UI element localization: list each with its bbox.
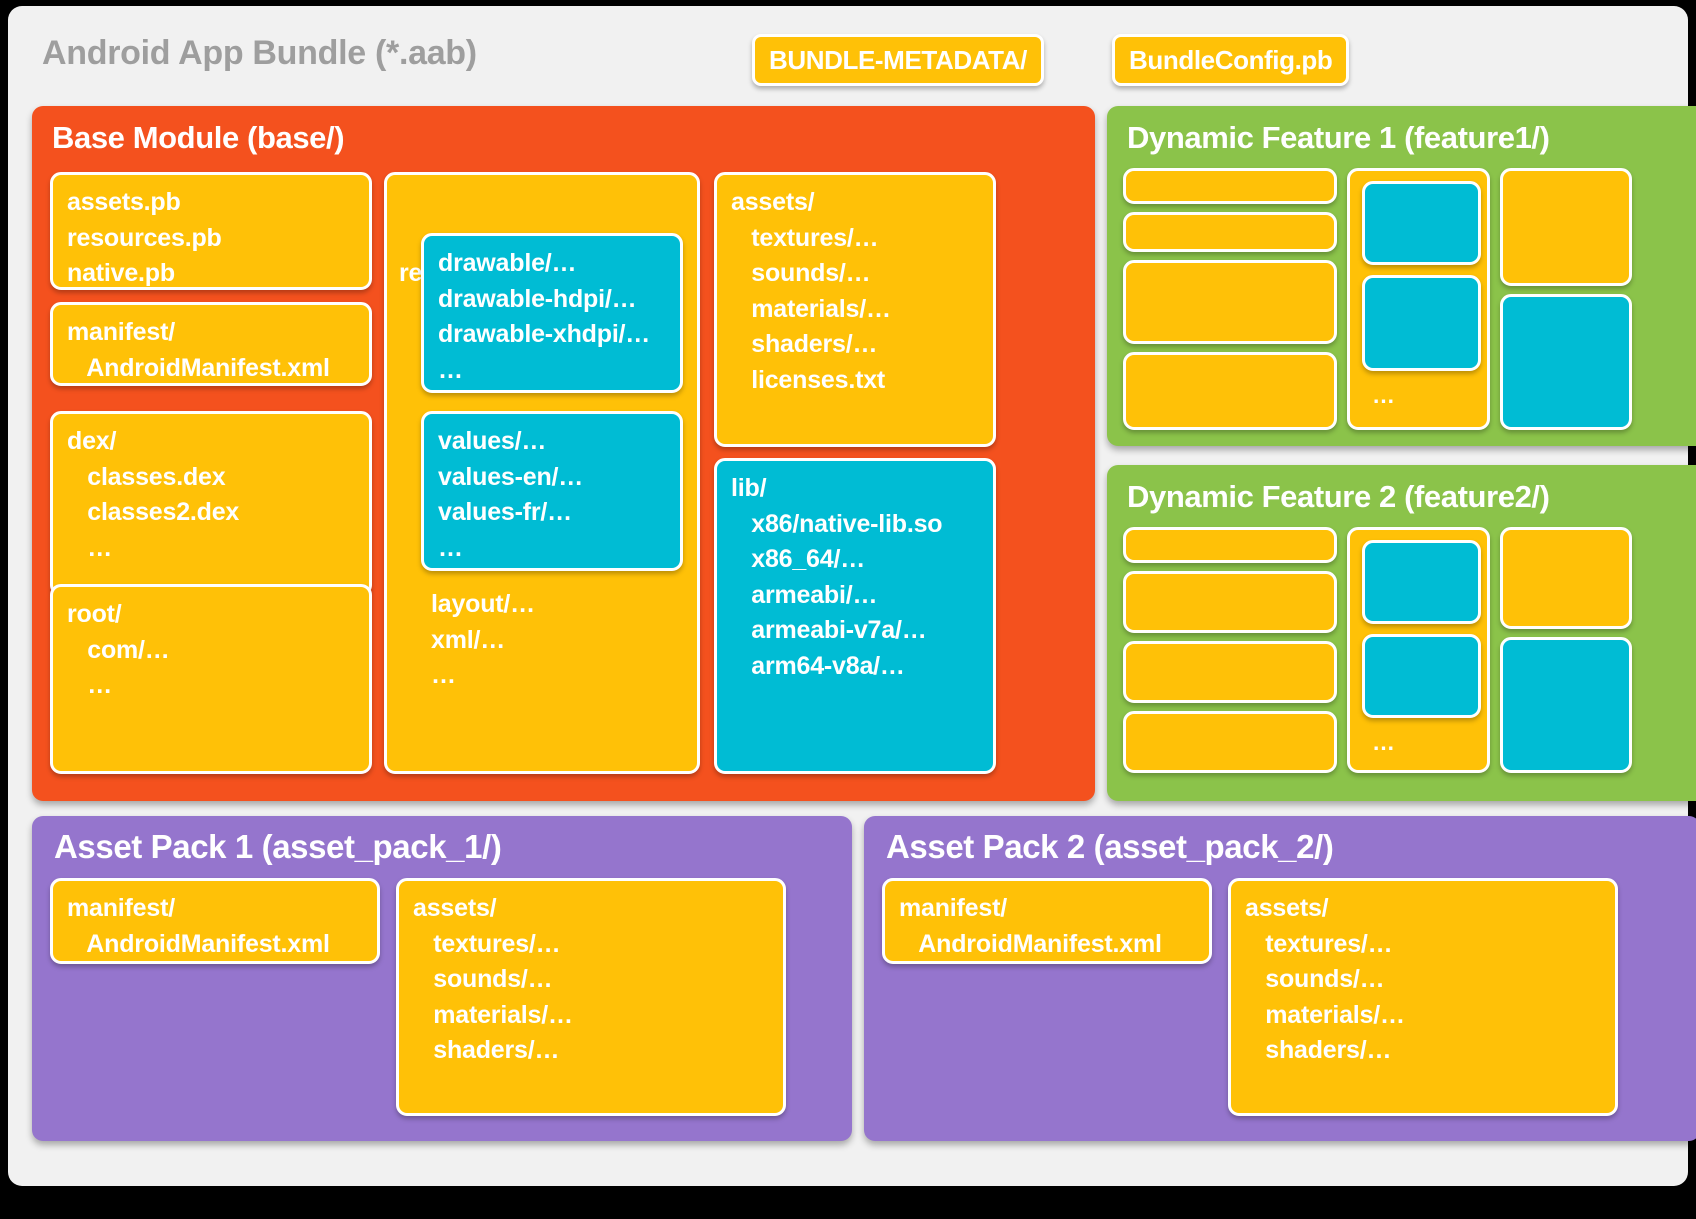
feature2-file-node-4[interactable] <box>1123 711 1337 773</box>
feature1-right-file-node[interactable] <box>1500 168 1632 286</box>
base-manifest-node[interactable]: manifest/ AndroidManifest.xml <box>50 302 372 386</box>
feature2-file-node-1[interactable] <box>1123 527 1337 563</box>
bundle-config-chip[interactable]: BundleConfig.pb <box>1112 34 1350 86</box>
feature1-file-node-4[interactable] <box>1123 352 1337 430</box>
feature2-file-node-2[interactable] <box>1123 571 1337 633</box>
dynamic-feature-1-title: Dynamic Feature 1 (feature1/) <box>1127 120 1550 155</box>
base-res-values-node[interactable]: values/… values-en/… values-fr/… … <box>421 411 683 571</box>
feature2-res-ellipsis: … <box>1372 729 1395 755</box>
asset-pack-2-panel: Asset Pack 2 (asset_pack_2/) manifest/ A… <box>864 816 1696 1141</box>
asset-pack-2-manifest-node[interactable]: manifest/ AndroidManifest.xml <box>882 878 1212 964</box>
feature2-res-container[interactable]: … <box>1347 527 1490 773</box>
feature1-right-res-node[interactable] <box>1500 294 1632 430</box>
dynamic-feature-2-title: Dynamic Feature 2 (feature2/) <box>1127 479 1550 514</box>
feature1-file-node-2[interactable] <box>1123 212 1337 252</box>
dynamic-feature-1-panel: Dynamic Feature 1 (feature1/) … <box>1107 106 1696 446</box>
feature2-file-node-3[interactable] <box>1123 641 1337 703</box>
asset-pack-2-title: Asset Pack 2 (asset_pack_2/) <box>886 828 1334 865</box>
base-lib-node[interactable]: lib/ x86/native-lib.so x86_64/… armeabi/… <box>714 458 996 774</box>
base-pb-files-node[interactable]: assets.pb resources.pb native.pb <box>50 172 372 290</box>
dynamic-feature-2-panel: Dynamic Feature 2 (feature2/) … <box>1107 465 1696 801</box>
base-module-title: Base Module (base/) <box>52 120 345 155</box>
base-dex-node[interactable]: dex/ classes.dex classes2.dex … <box>50 411 372 596</box>
base-module-panel: Base Module (base/) assets.pb resources.… <box>32 106 1095 801</box>
asset-pack-1-panel: Asset Pack 1 (asset_pack_1/) manifest/ A… <box>32 816 852 1141</box>
feature1-file-node-3[interactable] <box>1123 260 1337 344</box>
android-app-bundle-card: Android App Bundle (*.aab) BUNDLE-METADA… <box>8 6 1696 1186</box>
asset-pack-1-title: Asset Pack 1 (asset_pack_1/) <box>54 828 502 865</box>
asset-pack-1-assets-node[interactable]: assets/ textures/… sounds/… materials/… … <box>396 878 786 1116</box>
feature2-res-child-2[interactable] <box>1362 634 1481 718</box>
feature1-res-container[interactable]: … <box>1347 168 1490 430</box>
bundle-header: Android App Bundle (*.aab) BUNDLE-METADA… <box>8 6 1688 100</box>
feature2-right-file-node[interactable] <box>1500 527 1632 629</box>
feature1-res-child-2[interactable] <box>1362 275 1481 371</box>
feature1-res-child-1[interactable] <box>1362 181 1481 265</box>
base-root-node[interactable]: root/ com/… … <box>50 584 372 774</box>
feature2-right-res-node[interactable] <box>1500 637 1632 773</box>
base-assets-node[interactable]: assets/ textures/… sounds/… materials/… … <box>714 172 996 447</box>
bundle-metadata-chip[interactable]: BUNDLE-METADATA/ <box>752 34 1044 86</box>
bundle-title: Android App Bundle (*.aab) <box>42 34 477 72</box>
feature1-res-ellipsis: … <box>1372 382 1395 408</box>
base-res-drawable-node[interactable]: drawable/… drawable-hdpi/… drawable-xhdp… <box>421 233 683 393</box>
feature1-file-node-1[interactable] <box>1123 168 1337 204</box>
asset-pack-1-manifest-node[interactable]: manifest/ AndroidManifest.xml <box>50 878 380 964</box>
feature2-res-child-1[interactable] <box>1362 540 1481 624</box>
base-res-node[interactable]: res/ drawable/… drawable-hdpi/… drawable… <box>384 172 700 774</box>
base-res-tail-label: layout/… xml/… … <box>431 590 535 689</box>
asset-pack-2-assets-node[interactable]: assets/ textures/… sounds/… materials/… … <box>1228 878 1618 1116</box>
